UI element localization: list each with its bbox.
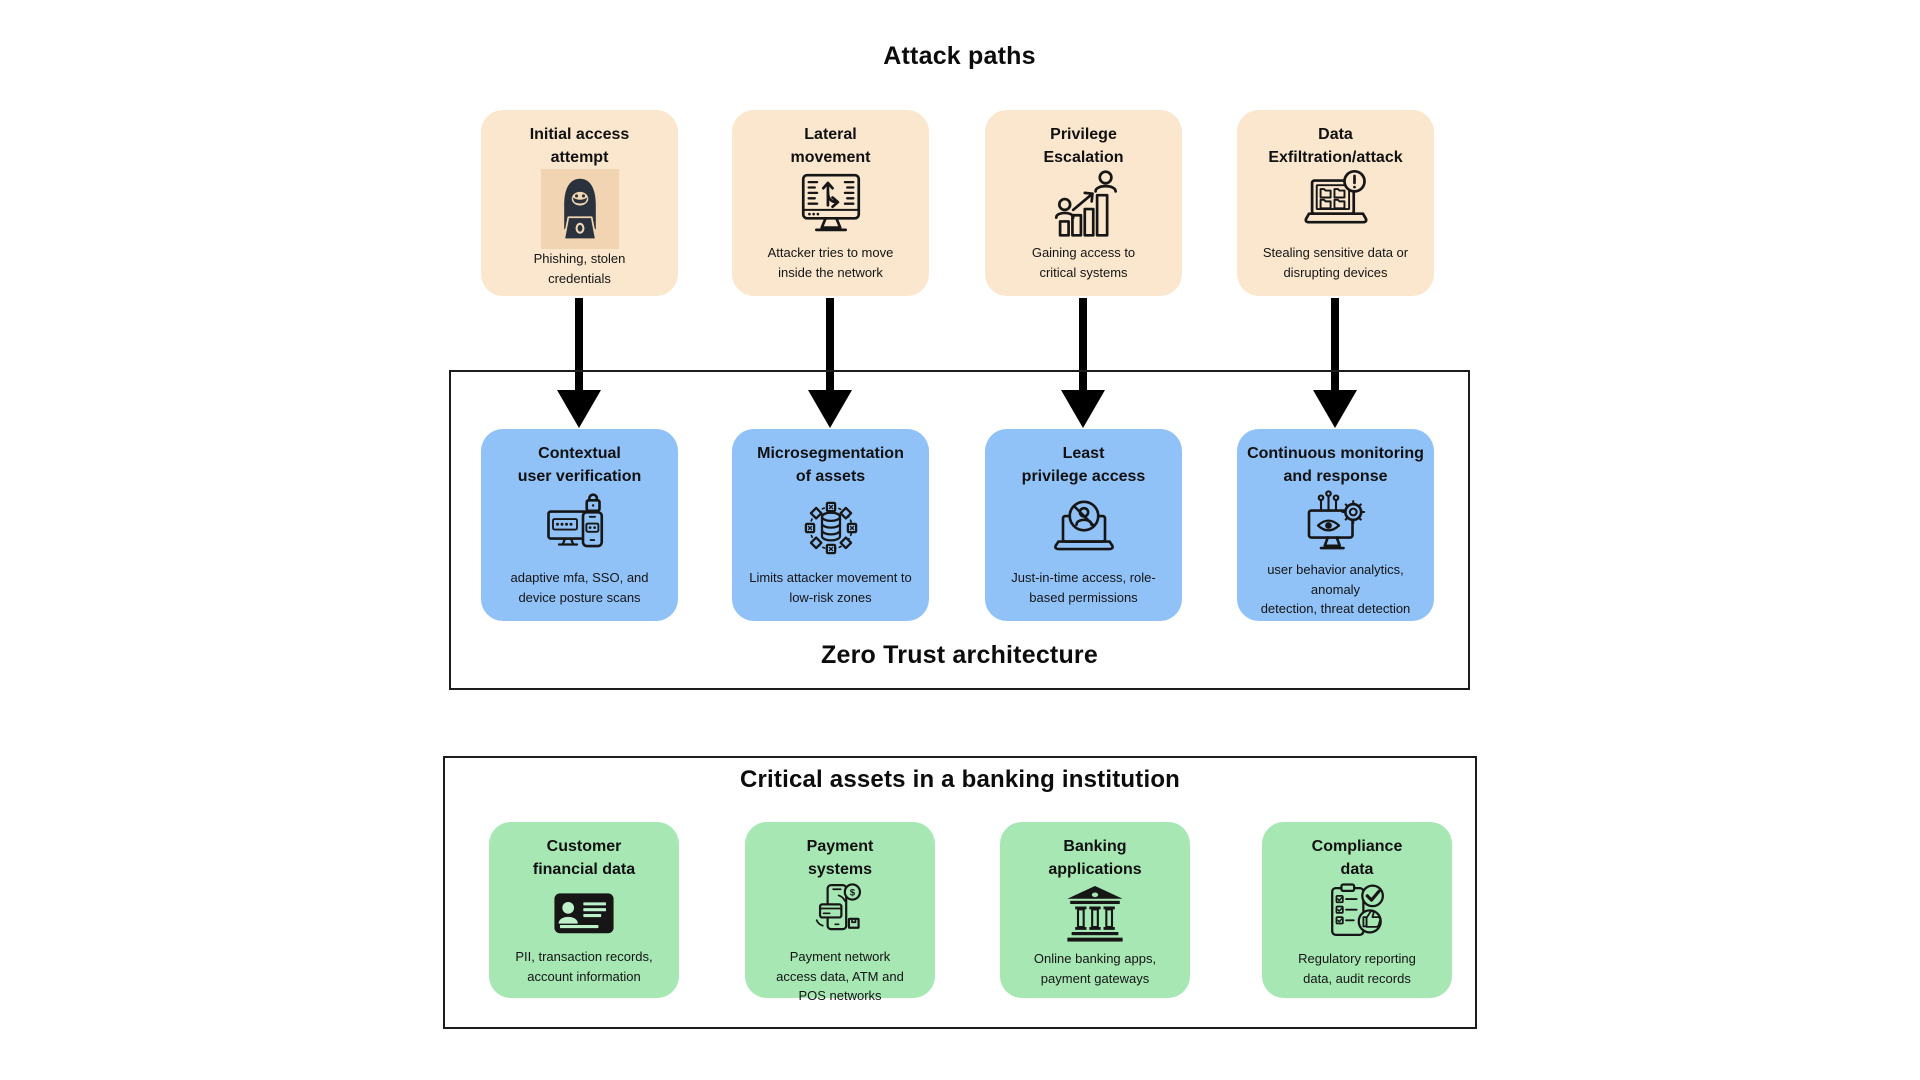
card-subtitle: Payment network access data, ATM and POS… xyxy=(776,949,904,1004)
card-title: Contextual user verification xyxy=(517,445,642,486)
card-subtitle: Just-in-time access, role- based permiss… xyxy=(1011,570,1156,605)
attack-card-data-exfiltration: Data Exfiltration/attack Stealing sensit… xyxy=(1237,110,1434,296)
microsegmentation-icon xyxy=(795,492,867,564)
card-title: Privilege Escalation xyxy=(1043,126,1124,167)
zero-trust-box xyxy=(449,370,1470,690)
defense-card-microsegmentation: Microsegmentation of assets xyxy=(732,429,929,621)
card-subtitle: Stealing sensitive data or disrupting de… xyxy=(1262,245,1409,280)
card-title: Microsegmentation of assets xyxy=(757,445,904,486)
card-subtitle: Regulatory reporting data, audit records xyxy=(1298,951,1416,986)
attack-arrow-4 xyxy=(1313,298,1357,428)
critical-assets-box xyxy=(443,756,1477,1029)
asset-card-customer-data: Customer financial data PII, transaction… xyxy=(489,822,679,998)
defense-card-least-privilege: Least privilege access Just-in-time acce… xyxy=(985,429,1182,621)
attack-paths-title: Attack paths xyxy=(883,42,1036,70)
card-title: Compliance data xyxy=(1311,838,1403,879)
asset-card-banking-applications: Banking applications Online banking apps… xyxy=(1000,822,1190,998)
critical-assets-title: Critical assets in a banking institution xyxy=(739,766,1181,793)
card-title: Banking applications xyxy=(1048,838,1142,879)
card-subtitle: adaptive mfa, SSO, and device posture sc… xyxy=(510,570,649,605)
user-verification-icon xyxy=(544,492,616,564)
card-title: Continuous monitoring and response xyxy=(1247,445,1424,486)
continuous-monitoring-icon xyxy=(1300,488,1372,560)
asset-card-compliance-data: Compliance data Regulatory reporting dat… xyxy=(1262,822,1452,998)
card-title: Payment systems xyxy=(806,838,874,879)
defense-card-continuous-monitoring: Continuous monitoring and response user … xyxy=(1237,429,1434,621)
card-title: Data Exfiltration/attack xyxy=(1268,126,1403,167)
lateral-movement-icon xyxy=(794,169,868,243)
card-subtitle: Gaining access to critical systems xyxy=(1031,245,1136,280)
card-subtitle: Attacker tries to move inside the networ… xyxy=(767,245,894,280)
card-subtitle: Online banking apps, payment gateways xyxy=(1033,951,1157,986)
attack-arrow-2 xyxy=(808,298,852,428)
hacker-icon xyxy=(540,169,619,250)
attack-card-initial-access: Initial access attempt Phishing, stolen … xyxy=(481,110,678,296)
zero-trust-label: Zero Trust architecture xyxy=(821,641,1098,669)
card-title: Initial access attempt xyxy=(529,126,630,167)
data-exfiltration-icon xyxy=(1299,169,1373,243)
privilege-escalation-icon xyxy=(1047,169,1121,243)
bank-icon xyxy=(1061,881,1129,949)
card-subtitle: PII, transaction records, account inform… xyxy=(515,949,653,984)
svg-text:$: $ xyxy=(850,888,856,899)
card-subtitle: user behavior analytics, anomaly detecti… xyxy=(1260,562,1411,617)
compliance-icon xyxy=(1323,881,1391,949)
defense-card-user-verification: Contextual user verification adaptive xyxy=(481,429,678,621)
attack-arrow-1 xyxy=(557,298,601,428)
card-title: Lateral movement xyxy=(790,126,871,167)
attack-card-lateral-movement: Lateral movement Attacker tries to move … xyxy=(732,110,929,296)
card-subtitle: Limits attacker movement to low-risk zon… xyxy=(749,570,912,605)
card-title: Least privilege access xyxy=(1021,445,1146,486)
id-card-icon xyxy=(548,881,620,947)
card-subtitle: Phishing, stolen credentials xyxy=(533,251,626,286)
card-title: Customer financial data xyxy=(532,838,636,879)
attack-card-privilege-escalation: Privilege Escalation Gaining access to c… xyxy=(985,110,1182,296)
payment-icon: $ xyxy=(807,881,873,947)
asset-card-payment-systems: Payment systems $ Payment network access… xyxy=(745,822,935,1003)
least-privilege-icon xyxy=(1048,492,1120,564)
attack-arrow-3 xyxy=(1061,298,1105,428)
